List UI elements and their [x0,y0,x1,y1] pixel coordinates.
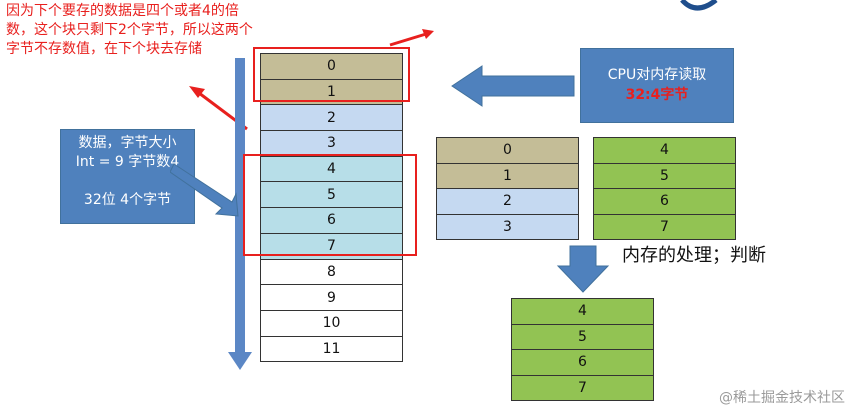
green-cell: 6 [593,188,736,215]
green-cell: 7 [593,213,736,240]
red-arrow-upper [389,29,434,47]
green-cell: 5 [593,162,736,189]
memory-cell: 11 [260,335,403,363]
green-column-top: 4 5 6 7 [593,137,736,240]
read-cell: 0 [436,137,579,164]
down-blue-arrow [556,245,610,293]
read-column: 0 1 2 3 [436,137,579,240]
corner-logo-arc [680,0,718,11]
cpu-line-1: CPU对内存读取 [607,67,707,83]
blue-arrow-info-to-memory [170,163,239,217]
green-cell: 5 [511,323,654,350]
memory-cell: 0 [260,53,403,80]
green-cell: 4 [511,298,654,325]
green-cell: 7 [511,374,654,401]
green-column-bottom: 4 5 6 7 [511,298,654,401]
highlight-box-top [253,47,410,102]
cpu-line-2: 32:4字节 [625,87,689,103]
green-cell: 4 [593,137,736,164]
green-cell: 6 [511,349,654,376]
read-cell: 2 [436,188,579,215]
memory-cell: 3 [260,130,403,157]
cpu-read-box: CPU对内存读取 32:4字节 [580,48,734,123]
watermark: @稀土掘金技术社区 [719,390,845,406]
memory-cell: 9 [260,284,403,311]
data-size-info-box: 数据，字节大小 Int = 9 字节数4 32位 4个字节 [60,129,195,224]
info-line-1: 数据，字节大小 [78,135,177,151]
info-line-2: Int = 9 字节数4 [75,154,180,170]
memory-cell: 10 [260,309,403,337]
highlight-box-middle [243,154,417,256]
memory-column: 0 1 2 3 4 5 6 7 8 9 10 11 [260,53,403,363]
read-cell: 1 [436,162,579,189]
info-line-3: 32位 4个字节 [83,192,172,208]
vertical-blue-arrow [228,58,252,370]
alignment-note: 因为下个要存的数据是四个或者4的倍数，这个块只剩下2个字节，所以这两个字节不存数… [6,3,253,57]
left-blue-arrow [451,65,575,107]
memory-cell: 2 [260,104,403,132]
processing-label: 内存的处理；判断 [622,245,766,266]
read-cell: 3 [436,213,579,240]
memory-cell: 8 [260,258,403,286]
